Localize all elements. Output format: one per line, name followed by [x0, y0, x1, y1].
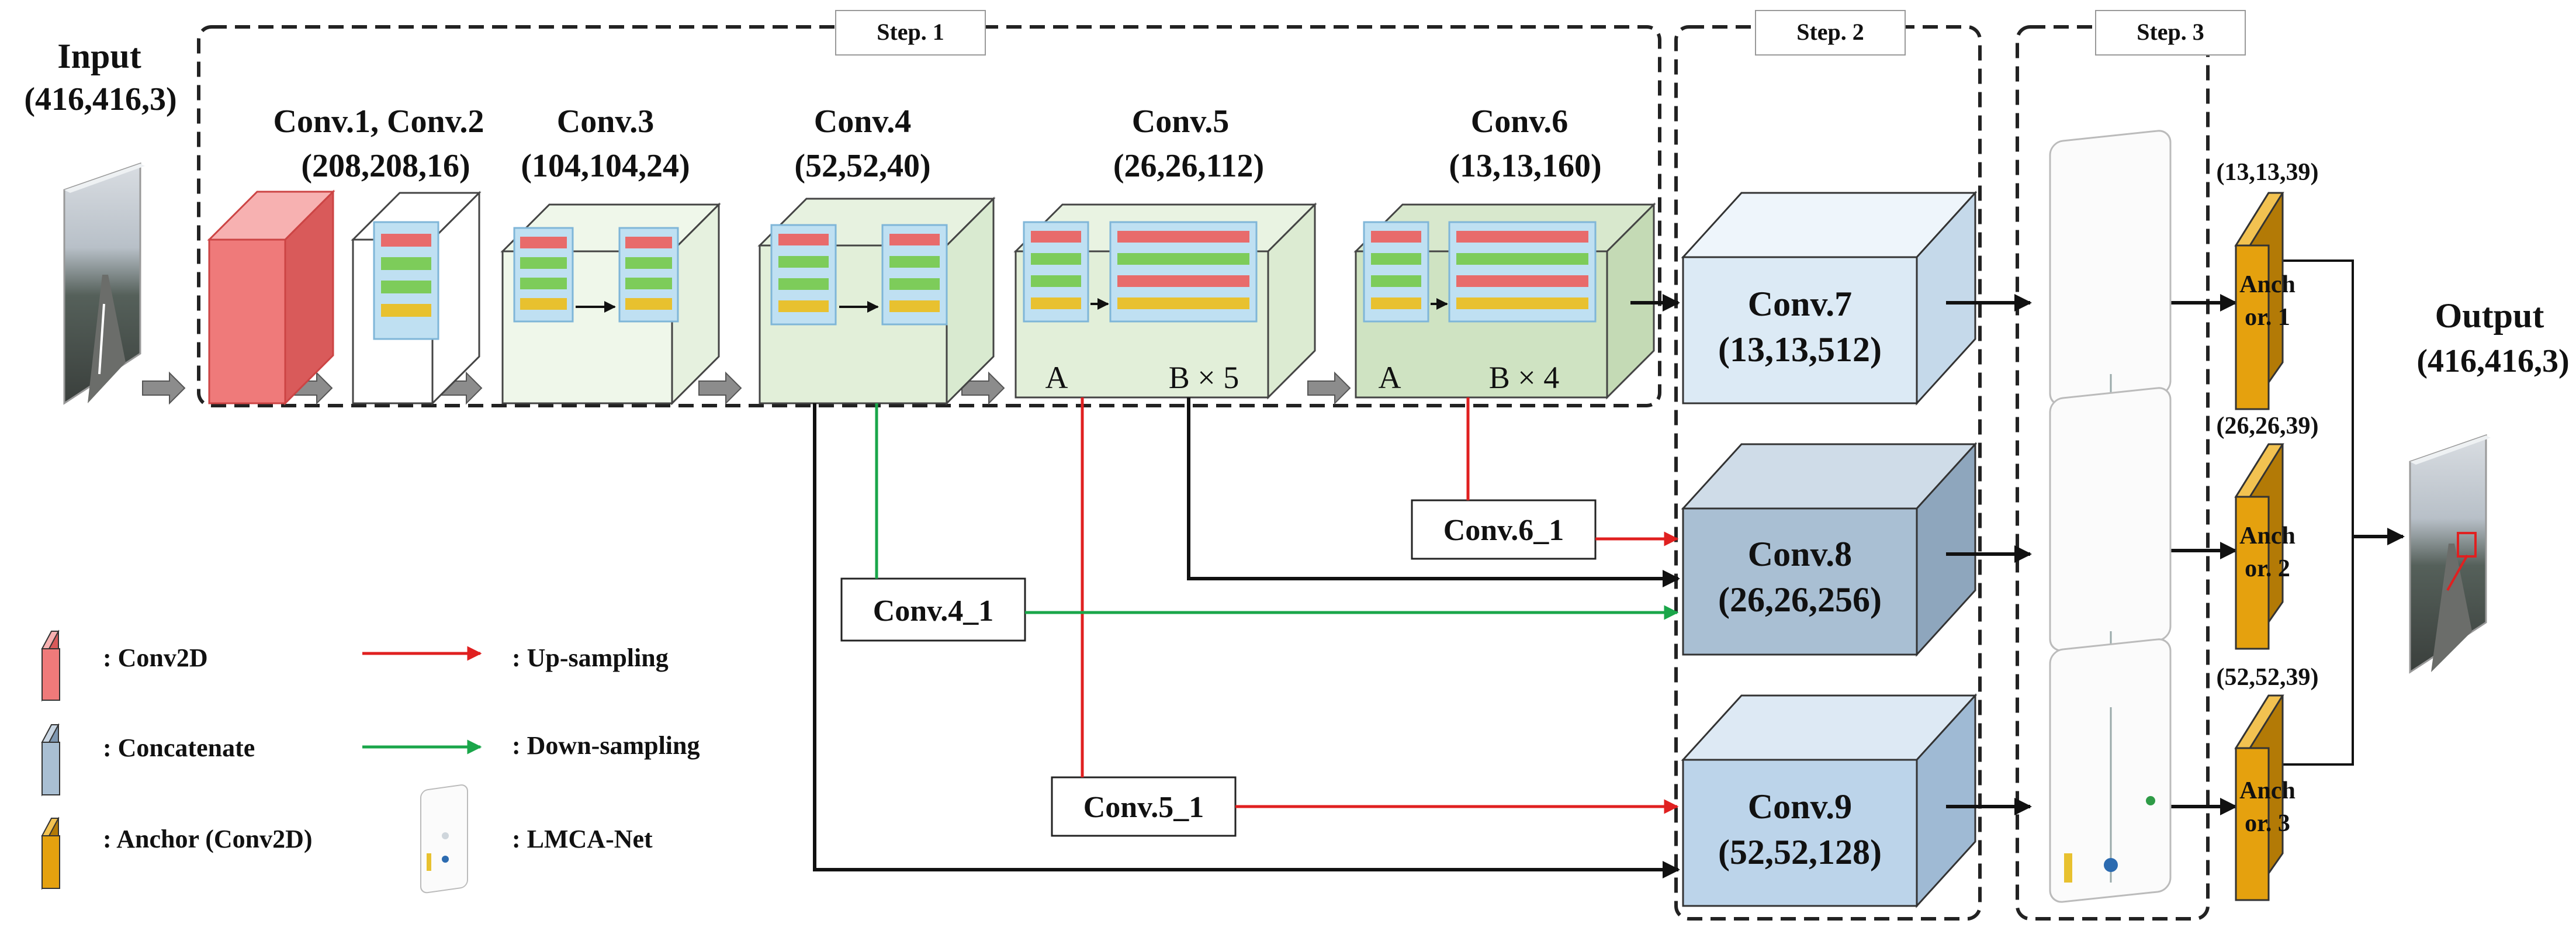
legend-concatenate: : Concatenate [41, 723, 255, 797]
anchor-3-line2: or. 3 [2245, 810, 2290, 837]
conv5-title: Conv.5 [1132, 103, 1230, 140]
conv7-title: Conv.7 [1748, 285, 1852, 323]
conv5-label-b: B × 5 [1169, 360, 1239, 395]
conv12-title: Conv.1, Conv.2 [273, 103, 484, 140]
legend-downsampling: : Down-sampling [362, 731, 700, 760]
conv4-1-box: Conv.4_1 [840, 577, 1026, 642]
step2-label: Step. 2 [1796, 19, 1864, 45]
lmca-panel-3 [2049, 638, 2172, 903]
conv3-block [500, 202, 721, 406]
conv6-shape: (13,13,160) [1449, 148, 1601, 184]
conv8-block: Conv.8 (26,26,256) [1681, 442, 1978, 657]
conv4-block [757, 196, 996, 406]
conv6-1-box: Conv.6_1 [1411, 499, 1597, 560]
conv5-1-box: Conv.5_1 [1051, 776, 1237, 837]
conv5-block [1013, 202, 1317, 400]
legend-upsampling-label: : Up-sampling [512, 643, 669, 672]
connections [813, 260, 2405, 878]
output-image [2409, 434, 2491, 674]
anchor-3-line1: Anch [2239, 777, 2295, 804]
step2-frame: Step. 2 [1674, 10, 1982, 921]
legend-lmca-label: : LMCA-Net [512, 825, 653, 853]
anchor-1-shape: (13,13,39) [2217, 159, 2319, 186]
output-title: Output [2435, 296, 2544, 335]
anchor-1: (13,13,39) Anch or. 1 [2217, 159, 2319, 410]
anchor-3-shape: (52,52,39) [2217, 664, 2319, 691]
step1-frame: Step. 1 [197, 10, 1661, 407]
conv7-shape: (13,13,512) [1718, 330, 1882, 369]
conv5-1-label: Conv.5_1 [1083, 791, 1204, 824]
legend-concatenate-label: : Concatenate [103, 734, 255, 762]
step3-frame: Step. 3 [2016, 10, 2246, 921]
conv12-shape: (208,208,16) [301, 148, 470, 184]
anchor-1-line2: or. 1 [2245, 304, 2290, 331]
flow-arrows [142, 371, 1351, 405]
legend-anchor-label: : Anchor (Conv2D) [103, 825, 313, 853]
conv4-shape: (52,52,40) [794, 148, 930, 184]
output-shape: (416,416,3) [2416, 343, 2569, 379]
conv9-block: Conv.9 (52,52,128) [1681, 693, 1978, 908]
conv8-face [1682, 507, 1918, 656]
input-image [63, 162, 145, 405]
conv6-block [1353, 202, 1656, 400]
anchor-2-shape: (26,26,39) [2217, 413, 2319, 440]
conv6-label-a: A [1379, 360, 1401, 395]
anchor-3: (52,52,39) Anch or. 3 [2217, 664, 2319, 901]
conv2d-block [207, 189, 335, 406]
anchor-1-line1: Anch [2239, 271, 2295, 298]
conv9-shape: (52,52,128) [1718, 833, 1882, 871]
conv6-title: Conv.6 [1471, 103, 1569, 140]
anchor-2: (26,26,39) Anch or. 2 [2217, 413, 2319, 650]
legend-conv2d: : Conv2D [41, 629, 208, 702]
conv9-title: Conv.9 [1748, 787, 1852, 826]
lmca-net-panels [2049, 130, 2172, 903]
conv9-face [1682, 759, 1918, 907]
legend-anchor: : Anchor (Conv2D) [41, 816, 313, 890]
conv8-shape: (26,26,256) [1718, 580, 1882, 619]
conv6-1-label: Conv.6_1 [1443, 514, 1564, 547]
conv4-title: Conv.4 [814, 103, 912, 140]
conv12-block [351, 191, 482, 406]
anchor-2-line1: Anch [2239, 523, 2295, 549]
conv3-shape: (104,104,24) [521, 148, 690, 184]
conv3-title: Conv.3 [557, 103, 655, 140]
legend-downsampling-label: : Down-sampling [512, 731, 700, 760]
legend: : Conv2D : Concatenate : Anchor (Conv2D)… [41, 629, 700, 894]
anchor-2-line2: or. 2 [2245, 555, 2290, 582]
input-shape: (416,416,3) [24, 81, 176, 117]
conv5-shape: (26,26,112) [1113, 148, 1264, 184]
conv5-label-a: A [1045, 360, 1068, 395]
conv7-face [1682, 256, 1918, 404]
legend-upsampling: : Up-sampling [362, 643, 669, 672]
conv7-block: Conv.7 (13,13,512) [1681, 191, 1978, 406]
legend-lmca: : LMCA-Net [420, 784, 653, 894]
step3-label: Step. 3 [2137, 19, 2204, 45]
conv8-title: Conv.8 [1748, 535, 1852, 573]
legend-conv2d-label: : Conv2D [103, 643, 208, 672]
input-title: Input [57, 37, 141, 75]
step1-label: Step. 1 [877, 19, 944, 45]
conv6-label-b: B × 4 [1489, 360, 1559, 395]
conv4-1-label: Conv.4_1 [873, 594, 994, 628]
